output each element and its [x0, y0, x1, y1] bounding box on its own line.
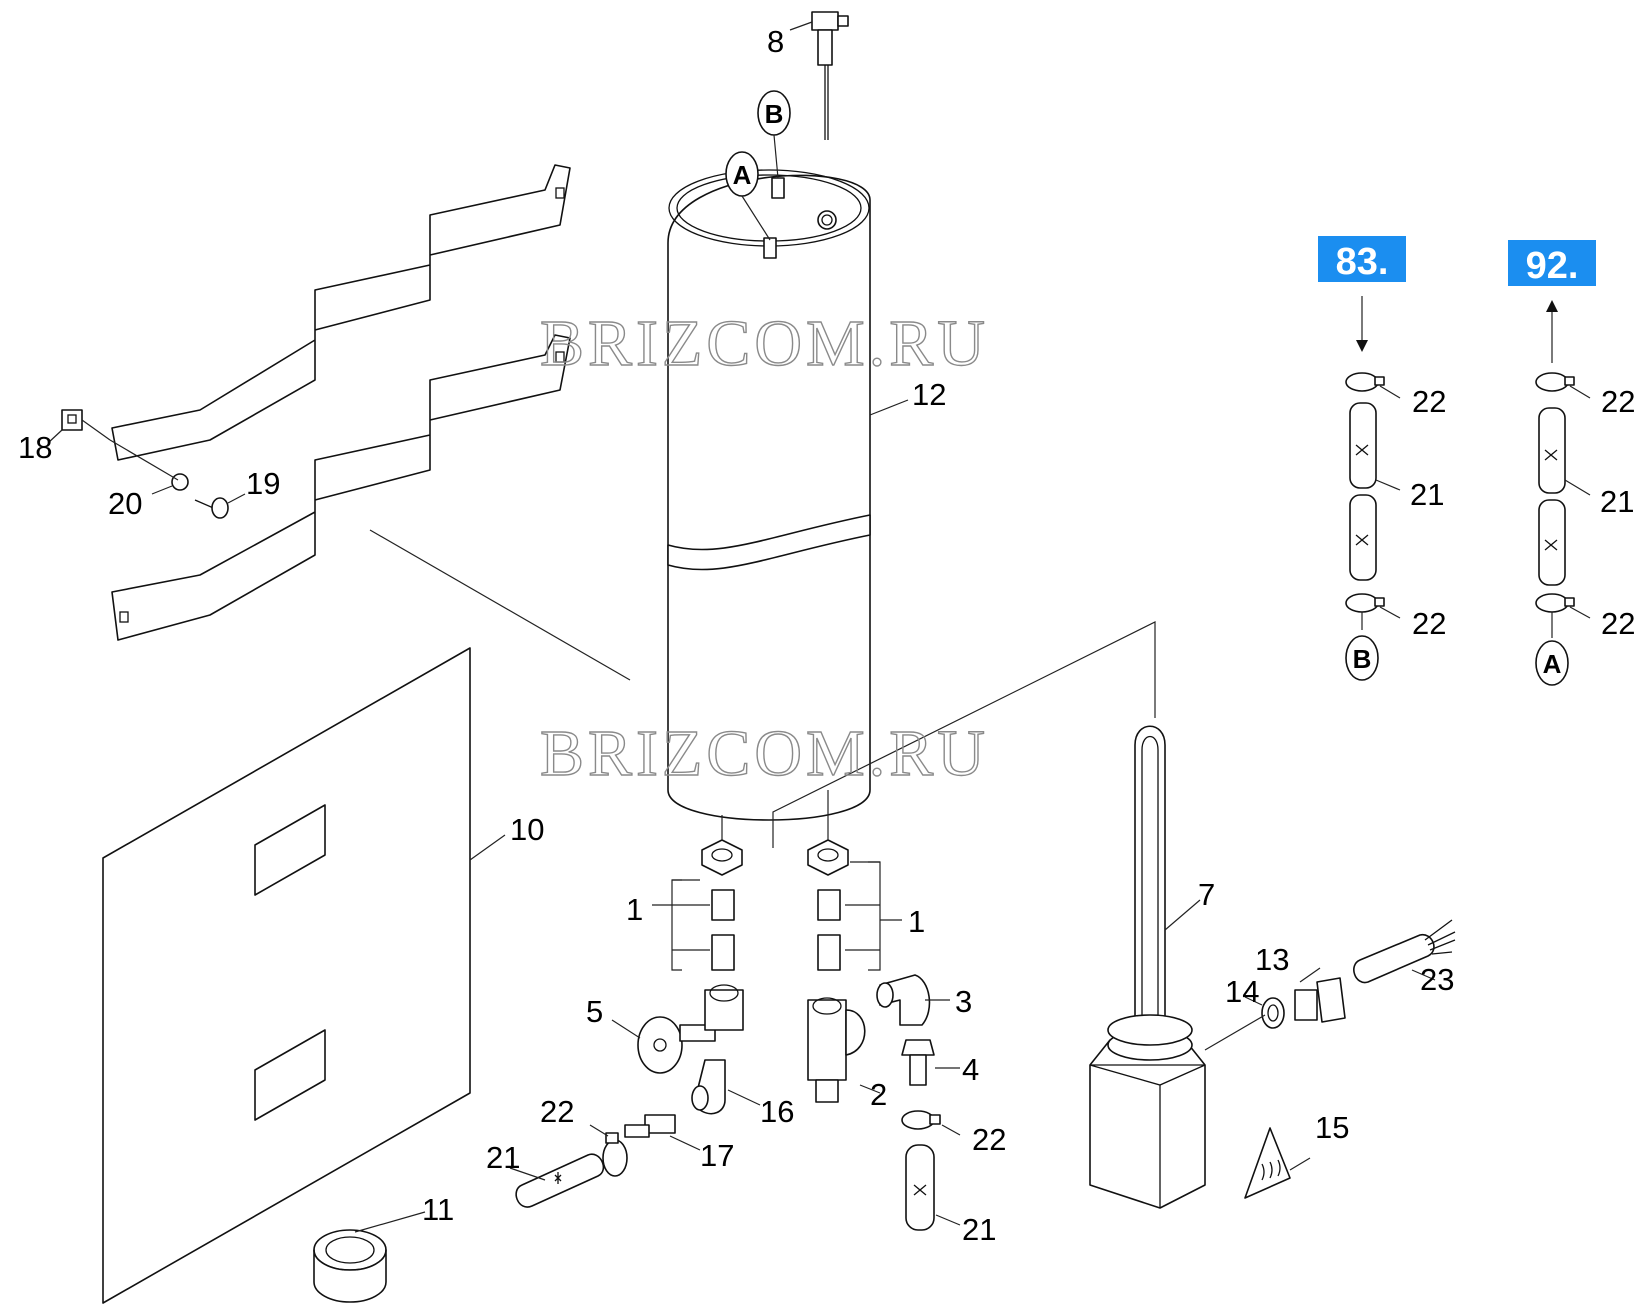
- label-16: 16: [760, 1094, 794, 1129]
- label-15: 15: [1315, 1110, 1349, 1145]
- label-17: 17: [700, 1138, 734, 1173]
- assembly-lines: [369, 529, 1266, 1051]
- svg-text:A: A: [1543, 649, 1562, 679]
- lower-bracket: [111, 334, 571, 641]
- fittings-left: [701, 815, 743, 971]
- label-13: 13: [1255, 942, 1289, 977]
- connector-b-label-83: [1345, 635, 1379, 681]
- label-19: 19: [246, 466, 280, 501]
- svg-text:B: B: [1353, 644, 1372, 674]
- elbow-3: [876, 974, 931, 1026]
- label-22-ref92-bottom: 22: [1601, 606, 1635, 641]
- watermark-top: BRIZCOM.RU: [540, 307, 989, 380]
- label-22-ref83-top: 22: [1412, 384, 1446, 419]
- svg-text:92.: 92.: [1526, 245, 1579, 287]
- label-8: 8: [767, 24, 784, 59]
- temperature-probe: [811, 11, 849, 140]
- svg-text:B: B: [765, 99, 784, 129]
- hose-left: [515, 1153, 605, 1208]
- svg-text:83.: 83.: [1336, 241, 1389, 283]
- label-23: 23: [1420, 962, 1454, 997]
- label-21-ref83: 21: [1410, 477, 1444, 512]
- label-22-ref92-top: 22: [1601, 384, 1635, 419]
- label-10: 10: [510, 812, 544, 847]
- watermark-bottom: BRIZCOM.RU: [540, 717, 989, 790]
- arrow-down-icon: [1356, 340, 1368, 352]
- label-3: 3: [955, 984, 972, 1019]
- label-21-left: 21: [486, 1140, 520, 1175]
- label-7: 7: [1198, 877, 1215, 912]
- label-1-left: 1: [626, 892, 643, 927]
- leader-lines: [47, 21, 1591, 1233]
- label-11: 11: [422, 1192, 454, 1227]
- label-18: 18: [18, 430, 52, 465]
- label-21-center: 21: [962, 1212, 996, 1247]
- label-22-ref83-bottom: 22: [1412, 606, 1446, 641]
- label-20: 20: [108, 486, 142, 521]
- label-21-ref92: 21: [1600, 484, 1634, 519]
- upper-bracket: [111, 164, 571, 461]
- washer: [171, 473, 189, 491]
- label-4: 4: [962, 1052, 979, 1087]
- hose-clamp-center: [901, 1110, 941, 1130]
- insulation-panel: [102, 647, 471, 1304]
- hot-surface-warning-icon: [1244, 1127, 1291, 1199]
- reference-92-group: 92. A: [1508, 240, 1596, 686]
- connector-a-label-92: [1535, 640, 1569, 686]
- nipple-4: [901, 1039, 935, 1086]
- tape-roll: [313, 1229, 387, 1303]
- label-1-right: 1: [908, 904, 925, 939]
- elbow-fitting: [691, 1059, 726, 1115]
- reference-92-badge: [1508, 240, 1596, 286]
- connector-b-label-tank: B: [757, 90, 791, 179]
- label-22-left: 22: [540, 1094, 574, 1129]
- drain-valve: [637, 984, 744, 1074]
- hose-center: [905, 1144, 935, 1231]
- label-14: 14: [1225, 974, 1259, 1009]
- reference-83-group: 83. B: [1318, 236, 1406, 681]
- arrow-up-icon: [1546, 300, 1558, 312]
- screw: [194, 497, 229, 519]
- label-12: 12: [912, 377, 946, 412]
- hose-nipple: [624, 1114, 676, 1138]
- cable-gland: [1294, 977, 1346, 1023]
- reference-83-badge: [1318, 236, 1406, 282]
- label-22-center: 22: [972, 1122, 1006, 1157]
- power-cable: [1353, 919, 1456, 984]
- water-tank: [667, 169, 871, 821]
- hose-clamp-left: [602, 1132, 628, 1177]
- safety-valve: [807, 997, 866, 1103]
- lock-nut: [1261, 997, 1285, 1029]
- heating-element: [1089, 725, 1206, 1209]
- label-2: 2: [870, 1077, 887, 1112]
- cage-nut: [61, 409, 83, 431]
- part-labels: 8 12 10 11 7 18 20 19 1 1 5 3 4 2 16 17 …: [18, 24, 1635, 1247]
- fittings-right: [807, 790, 849, 971]
- label-5: 5: [586, 994, 603, 1029]
- svg-text:A: A: [733, 160, 752, 190]
- connector-a-label-tank: A: [725, 151, 771, 241]
